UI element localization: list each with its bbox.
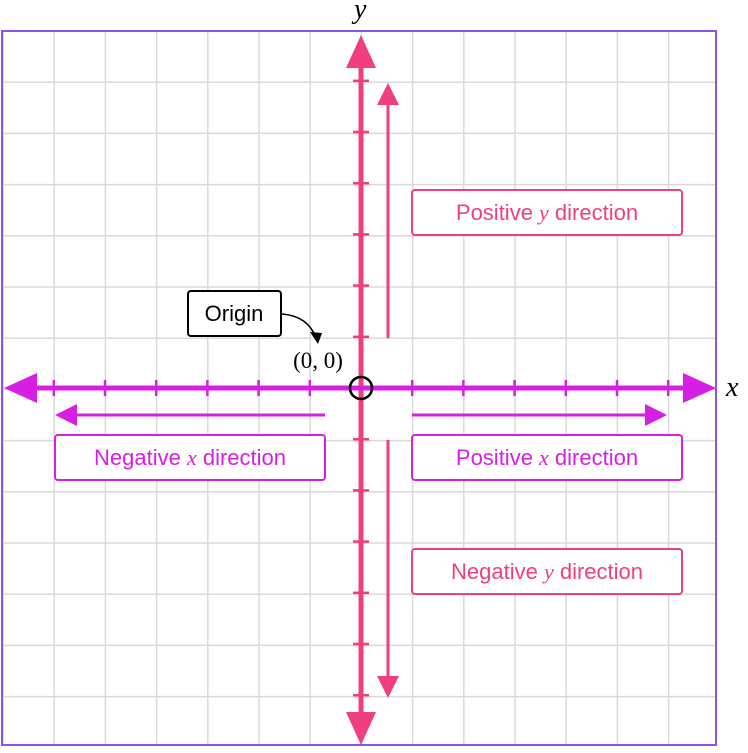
positive-x-arrowhead <box>645 404 667 426</box>
negative-y-arrowhead <box>377 676 399 698</box>
positive-y-label: Positive y direction <box>456 200 638 225</box>
negative-y-label-box <box>411 548 683 595</box>
origin-marker <box>348 375 374 401</box>
positive-y-arrowhead <box>377 83 399 105</box>
x-axis-label: x <box>725 372 739 403</box>
negative-y-direction: Negative y direction <box>377 440 683 698</box>
positive-x-label-box <box>411 434 683 481</box>
negative-y-label: Negative y direction <box>451 559 643 584</box>
x-axis <box>4 373 716 403</box>
x-axis-left-arrowhead <box>4 373 37 403</box>
negative-x-label-box <box>54 434 326 481</box>
positive-x-direction: Positive x direction <box>411 404 683 481</box>
y-axis-ticks <box>353 79 369 697</box>
negative-x-arrowhead <box>55 404 77 426</box>
positive-y-label-box <box>411 189 683 236</box>
origin-pointer-arrowhead <box>310 332 322 344</box>
y-axis-up-arrowhead <box>346 35 376 68</box>
negative-x-direction: Negative x direction <box>54 404 326 481</box>
x-axis-ticks <box>52 380 670 396</box>
y-axis-down-arrowhead <box>346 712 376 745</box>
origin-label-box <box>187 290 282 337</box>
positive-x-label: Positive x direction <box>456 445 638 470</box>
origin-label: Origin <box>205 301 264 326</box>
positive-y-direction: Positive y direction <box>377 83 683 338</box>
y-axis-label: y <box>351 0 367 25</box>
x-axis-right-arrowhead <box>683 373 716 403</box>
origin-coordinates: (0, 0) <box>293 348 343 373</box>
origin-callout: Origin (0, 0) <box>187 290 343 373</box>
negative-x-label: Negative x direction <box>94 445 286 470</box>
